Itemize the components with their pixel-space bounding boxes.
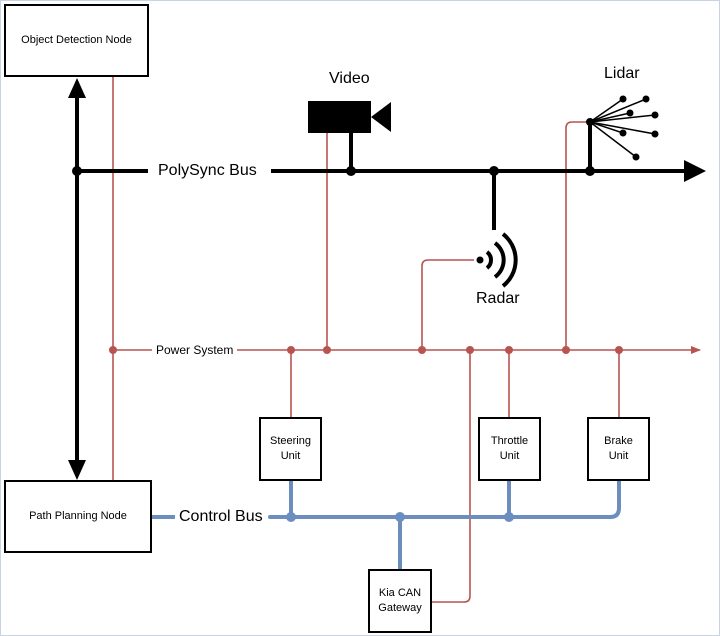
polysync-junction	[585, 166, 595, 176]
video-camera-icon	[308, 101, 391, 133]
throttle-unit-box	[478, 417, 541, 481]
power-junction	[287, 346, 295, 354]
power-to-lidar-line	[565, 121, 590, 350]
path-planning-node-box	[4, 480, 152, 553]
video-label: Video	[329, 70, 370, 87]
power-system-label: Power System	[152, 344, 238, 356]
node-boxes	[4, 4, 650, 633]
power-junction	[466, 346, 474, 354]
polysync-arrowhead	[684, 160, 706, 182]
power-junction	[323, 346, 331, 354]
power-to-radar-line	[421, 259, 474, 350]
power-junctions	[109, 346, 623, 354]
lidar-label: Lidar	[604, 65, 640, 82]
control-junction	[504, 512, 514, 522]
brake-unit-box	[587, 417, 650, 481]
node-link-arrow-up	[68, 78, 86, 98]
power-junction	[562, 346, 570, 354]
kia-can-gateway-box	[368, 569, 432, 633]
radar-icon	[476, 232, 518, 288]
power-to-gateway-line	[432, 350, 471, 603]
radar-label: Radar	[476, 290, 520, 307]
power-junction	[505, 346, 513, 354]
node-link-arrow-down	[68, 460, 86, 480]
lidar-icon	[586, 95, 659, 161]
polysync-junction	[72, 166, 82, 176]
control-junction	[395, 512, 405, 522]
control-junctions	[286, 512, 514, 522]
power-junction	[109, 346, 117, 354]
control-bus-lines	[149, 478, 621, 572]
polysync-bus-label: PolySync Bus	[154, 163, 261, 179]
steering-unit-box	[259, 417, 322, 481]
polysync-junction	[489, 166, 499, 176]
power-junction	[615, 346, 623, 354]
control-bus-label: Control Bus	[175, 509, 267, 525]
control-bus-line	[268, 478, 621, 519]
polysync-junction	[346, 166, 356, 176]
power-lines	[112, 76, 701, 603]
object-detection-node-box	[4, 4, 149, 77]
polysync-junctions	[72, 166, 595, 176]
power-junction	[418, 346, 426, 354]
control-junction	[286, 512, 296, 522]
polysync-lines	[75, 94, 684, 464]
